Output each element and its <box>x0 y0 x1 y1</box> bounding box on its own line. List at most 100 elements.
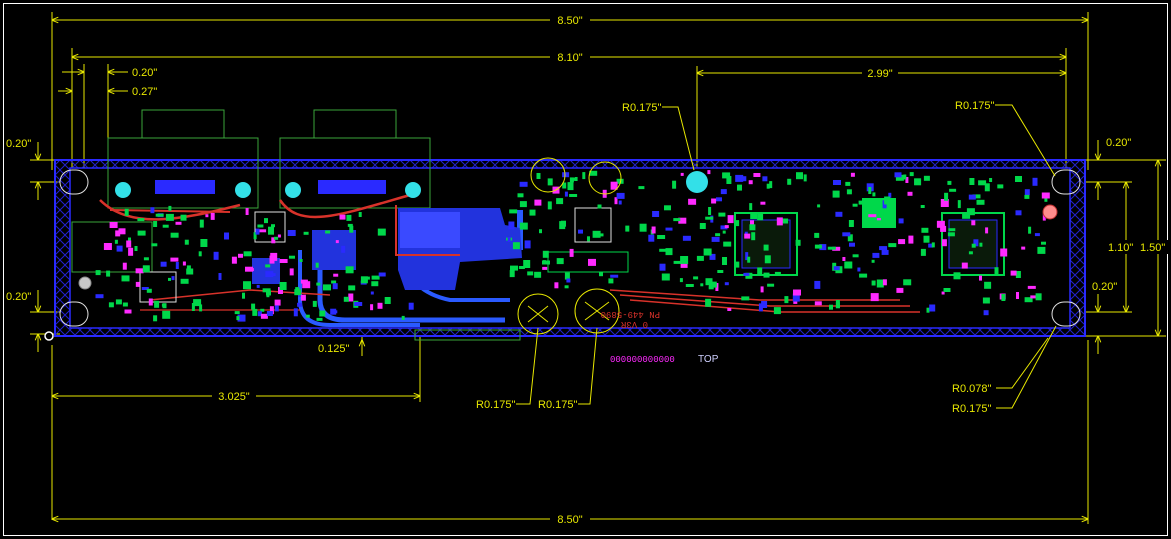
connector-outlines <box>71 109 521 341</box>
component-pad <box>287 230 296 236</box>
component-pad <box>832 190 840 198</box>
component-pad <box>735 174 744 182</box>
component-pad <box>587 236 590 242</box>
component-pad <box>715 283 719 291</box>
dim-overall-bottom-label: 8.50" <box>557 514 582 526</box>
component-pad <box>868 187 872 194</box>
component-pad <box>556 258 564 265</box>
component-pad <box>213 251 219 260</box>
component-pad <box>850 172 855 177</box>
component-pad <box>349 225 354 233</box>
component-pad <box>961 262 968 269</box>
component-pad <box>971 243 976 248</box>
slot-bottom-left <box>59 301 89 327</box>
component-pad <box>343 296 349 302</box>
component-pad <box>297 302 303 307</box>
component-pad <box>547 178 553 186</box>
radius-callout-bottom-left-1: R0.175" <box>476 327 539 411</box>
component-pad <box>657 235 666 239</box>
component-pad <box>882 279 887 286</box>
component-pad <box>564 285 569 289</box>
component-pad <box>335 240 339 244</box>
component-pad <box>944 192 949 201</box>
component-pad <box>539 229 542 234</box>
component-pad <box>852 203 858 207</box>
component-pad <box>846 189 852 195</box>
component-pad <box>1032 177 1038 186</box>
component-pad <box>339 214 346 220</box>
radius-callout-top-center: R0.175" <box>622 102 695 171</box>
component-pad <box>360 276 368 284</box>
dimension-hole-spacing: 8.10" <box>72 48 1066 175</box>
component-pad <box>994 267 999 276</box>
component-pad <box>817 204 821 208</box>
component-pad <box>95 270 101 276</box>
component-pad <box>303 231 309 235</box>
component-pad <box>371 275 380 280</box>
component-pad <box>971 220 976 226</box>
component-pad <box>923 175 930 181</box>
component-pad <box>1035 293 1042 301</box>
component-pad <box>720 225 728 230</box>
drawing-frame <box>3 3 1168 536</box>
component-pad <box>245 208 249 215</box>
component-pad <box>741 296 750 301</box>
component-pad <box>401 315 405 320</box>
component-pad <box>238 253 243 258</box>
component-pad <box>896 287 904 293</box>
component-pad <box>205 214 209 218</box>
component-pad <box>162 303 167 309</box>
component-pad <box>659 248 668 252</box>
component-pad <box>315 262 319 268</box>
radius-callout-bottom-right-small: R0.078" <box>952 337 1049 395</box>
component-pad <box>763 272 770 278</box>
component-pad <box>191 303 195 311</box>
component-pad <box>894 172 902 178</box>
component-pad <box>735 261 740 268</box>
component-pad <box>835 211 843 217</box>
component-pad <box>680 172 684 176</box>
component-pad <box>769 181 773 189</box>
component-pad <box>857 267 861 272</box>
component-pad <box>962 212 971 219</box>
component-pad <box>947 180 952 185</box>
component-pad <box>124 208 129 216</box>
component-pad <box>727 215 734 224</box>
component-pad <box>639 223 647 232</box>
component-pad <box>180 214 187 221</box>
component-pad <box>761 301 768 308</box>
component-pad <box>723 241 732 247</box>
component-pad <box>844 261 853 269</box>
component-pad <box>724 225 729 229</box>
component-pad <box>114 239 118 244</box>
component-pad <box>760 201 766 205</box>
component-pad <box>162 224 169 228</box>
component-pad <box>711 198 717 204</box>
component-pad <box>588 258 596 266</box>
component-pad <box>193 299 202 307</box>
component-pad <box>923 235 930 243</box>
component-pad <box>271 237 276 244</box>
component-pad <box>330 308 337 315</box>
component-pad <box>278 287 283 294</box>
component-pad <box>814 232 820 238</box>
component-pad <box>979 275 982 281</box>
component-pad <box>95 294 104 299</box>
component-pad <box>763 244 769 251</box>
dim-hole-spacing-label: 8.10" <box>557 52 582 64</box>
component-pad <box>699 223 706 229</box>
component-pad <box>618 200 622 205</box>
component-pad <box>519 201 527 208</box>
component-pad <box>983 310 989 316</box>
radius-callout-top-right: R0.175" <box>955 100 1056 177</box>
component-pad <box>299 259 303 262</box>
component-pad <box>126 240 132 248</box>
component-pad <box>255 228 260 235</box>
radius-callout-bottom-left-2: R0.175" <box>538 327 598 411</box>
component-pad <box>592 230 601 238</box>
component-pad <box>348 293 354 302</box>
component-pad <box>137 230 146 236</box>
component-pad <box>953 272 961 280</box>
component-pad <box>968 194 976 200</box>
component-pad <box>1037 246 1046 254</box>
